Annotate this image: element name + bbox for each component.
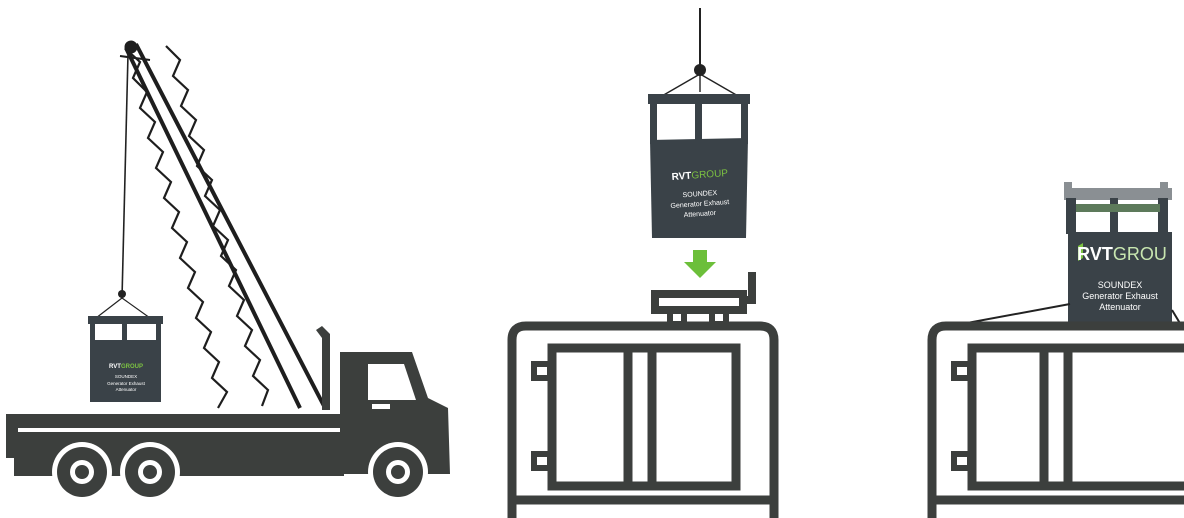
generator-icon bbox=[512, 272, 774, 518]
down-arrow-icon bbox=[684, 250, 716, 278]
svg-text:RVTGROU: RVTGROU bbox=[1077, 244, 1167, 264]
product-line1: Generator Exhaust bbox=[107, 381, 146, 386]
attenuator-unit: RVTGROU SOUNDEX Generator Exhaust Attenu… bbox=[1064, 182, 1172, 328]
panel-installed: RVTGROU SOUNDEX Generator Exhaust Attenu… bbox=[932, 182, 1184, 518]
attenuator-unit: RVTGROUP SOUNDEX Generator Exhaust Atten… bbox=[648, 94, 750, 238]
product-line1: Generator Exhaust bbox=[1082, 291, 1158, 301]
product-name: SOUNDEX bbox=[115, 374, 137, 379]
brand-suffix: GROUP bbox=[121, 364, 143, 370]
product-line2: Attenuator bbox=[1099, 302, 1141, 312]
brand-prefix: RVT bbox=[109, 364, 121, 370]
svg-text:RVTGROUP: RVTGROUP bbox=[109, 364, 143, 370]
panel-truck: RVTGROUP SOUNDEX Generator Exhaust Atten… bbox=[6, 41, 450, 502]
generator-icon bbox=[932, 326, 1184, 518]
wheel-rear-2 bbox=[120, 442, 180, 502]
hook-icon bbox=[118, 290, 126, 298]
attenuator-unit: RVTGROUP SOUNDEX Generator Exhaust Atten… bbox=[88, 316, 163, 402]
wheel-rear-1 bbox=[52, 442, 112, 502]
panel-lowering: RVTGROUP SOUNDEX Generator Exhaust Atten… bbox=[512, 8, 774, 518]
product-name: SOUNDEX bbox=[1098, 280, 1143, 290]
brand-prefix: RVT bbox=[1077, 244, 1113, 264]
product-line2: Attenuator bbox=[116, 387, 137, 392]
brand-suffix: GROU bbox=[1113, 244, 1167, 264]
truck-icon bbox=[6, 326, 450, 502]
wheel-front bbox=[368, 442, 428, 502]
brand-prefix: RVT bbox=[671, 171, 692, 183]
